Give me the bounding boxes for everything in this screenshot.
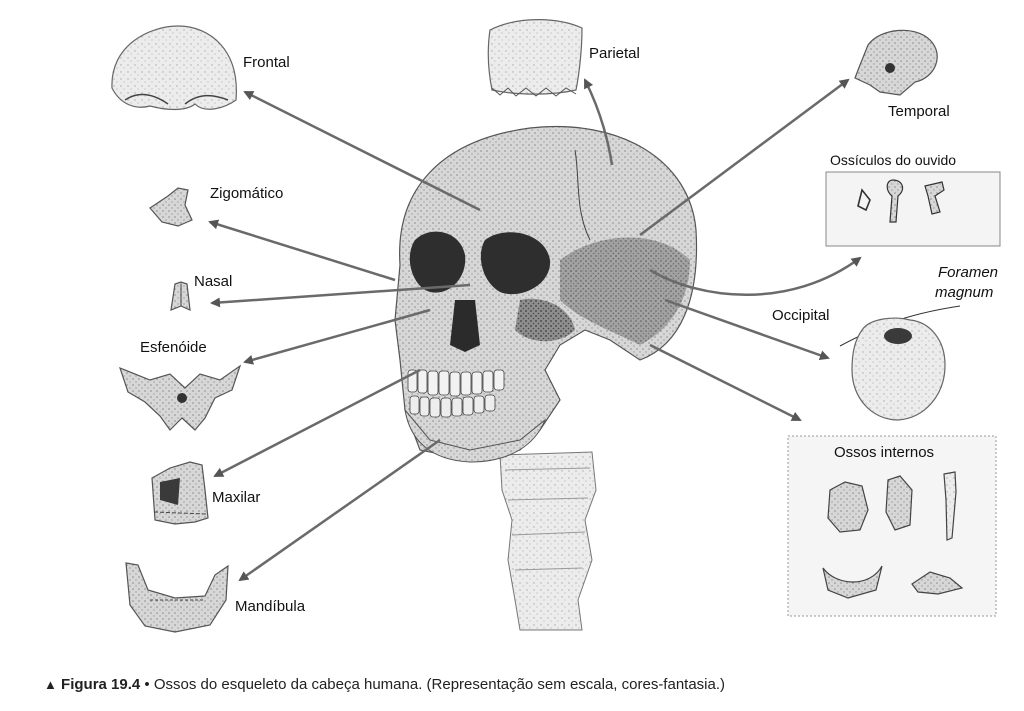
arrow-mandibula <box>238 438 441 582</box>
maxilla-bone-illustration <box>151 461 209 525</box>
ethmoid-icon <box>827 481 869 533</box>
palatine-icon <box>911 571 964 595</box>
caption-bullet: • <box>144 676 150 693</box>
ossicles-panel <box>825 171 1001 247</box>
occipital-bone-illustration <box>851 317 946 421</box>
label-zigomatico: Zigomático <box>210 185 284 202</box>
label-ossos-internos: Ossos internos <box>834 444 935 461</box>
arrows <box>208 78 862 582</box>
frontal-bone-illustration <box>111 25 237 111</box>
label-nasal: Nasal <box>194 273 233 290</box>
arrow-occipital <box>664 298 830 361</box>
foramen-magnum-hole <box>884 328 912 344</box>
lacrimal-icon <box>885 475 913 531</box>
arrow-temporal <box>639 78 850 237</box>
label-parietal: Parietal <box>589 45 640 62</box>
label-temporal: Temporal <box>888 103 950 120</box>
stapes-icon <box>924 181 945 215</box>
incus-icon <box>857 188 871 212</box>
vomer-icon <box>943 471 957 541</box>
label-occipital: Occipital <box>772 307 830 324</box>
arrow-zigomatico <box>208 219 396 282</box>
upper-teeth <box>407 369 505 397</box>
caption-text: Ossos do esqueleto da cabeça humana. (Re… <box>153 676 726 693</box>
label-foramen-line1: Foramen <box>938 264 999 281</box>
skull-mandible <box>404 408 547 463</box>
caption-figure-number: Figura 19.4 <box>61 676 141 693</box>
parietal-bone-illustration <box>487 19 583 97</box>
nasal-bone-illustration <box>170 281 191 311</box>
temporal-bone-illustration <box>854 29 938 96</box>
malleus-icon <box>886 179 904 223</box>
arrow-nasal <box>210 283 471 308</box>
arrow-ossiculos <box>649 256 862 296</box>
cervical-spine <box>499 451 597 631</box>
figure-caption: ▲ Figura 19.4 • Ossos do esqueleto da ca… <box>44 676 725 693</box>
arrow-maxilar <box>213 368 421 478</box>
arrow-esfenoide <box>243 308 431 365</box>
sphenoid-bone-illustration <box>119 364 242 431</box>
label-frontal: Frontal <box>243 54 290 71</box>
label-esfenoide: Esfenóide <box>140 339 207 356</box>
arrow-frontal <box>243 90 481 212</box>
label-mandibula: Mandíbula <box>235 598 306 615</box>
mandible-bone-illustration <box>125 562 229 633</box>
arrow-parietal <box>583 78 614 166</box>
hyoid-icon <box>822 565 883 599</box>
caption-triangle-icon: ▲ <box>44 677 57 692</box>
orbit-right <box>480 232 551 295</box>
nasal-cavity <box>450 300 480 352</box>
arrow-internos <box>649 343 802 422</box>
label-foramen-line2: magnum <box>935 284 994 301</box>
label-maxilar: Maxilar <box>212 489 261 506</box>
lower-teeth <box>409 394 496 418</box>
central-skull <box>394 126 698 631</box>
label-ossiculos: Ossículos do ouvido <box>830 152 957 168</box>
orbit-left <box>409 231 466 293</box>
internal-bones-panel <box>787 435 997 617</box>
zygomatic-bone-illustration <box>149 187 193 227</box>
